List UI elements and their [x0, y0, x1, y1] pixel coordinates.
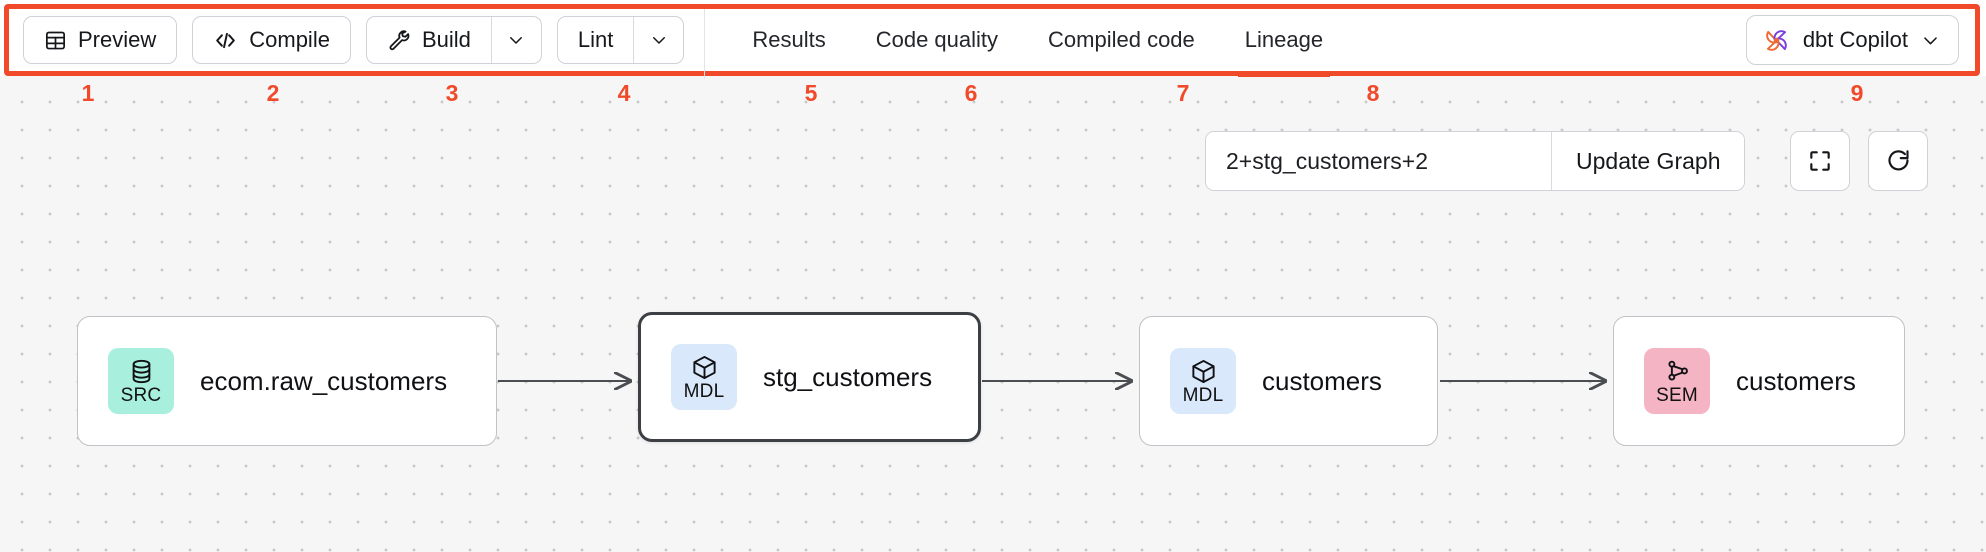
lint-button-group: Lint — [556, 16, 685, 64]
cube-icon — [1190, 358, 1217, 385]
node-badge-mdl: MDL — [671, 344, 737, 410]
annotation-number-1: 1 — [81, 80, 95, 106]
annotation-number-5: 5 — [804, 80, 818, 106]
chevron-down-icon — [507, 31, 525, 49]
node-title: customers — [1736, 365, 1856, 396]
compile-button-label: Compile — [249, 27, 330, 52]
tab-code-quality[interactable]: Code quality — [851, 9, 1023, 71]
node-badge-label: MDL — [683, 380, 725, 402]
preview-button[interactable]: Preview — [24, 17, 176, 63]
preview-button-group: Preview — [23, 16, 178, 64]
table-icon — [44, 29, 67, 52]
update-graph-button[interactable]: Update Graph — [1551, 132, 1745, 190]
lineage-node-ecom-raw-customers[interactable]: SRC ecom.raw_customers — [77, 316, 497, 446]
build-button-label: Build — [421, 27, 471, 52]
toolbar-highlight-outline: Preview Compile — [4, 4, 1980, 79]
lineage-node-customers-model[interactable]: MDL customers — [1139, 316, 1438, 446]
lineage-node-stg-customers[interactable]: MDL stg_customers — [638, 312, 981, 442]
lint-button[interactable]: Lint — [558, 17, 633, 63]
node-badge-mdl: MDL — [1170, 348, 1236, 414]
result-tabs: Results Code quality Compiled code Linea… — [727, 9, 1348, 77]
graph-controls: Update Graph — [1205, 131, 1746, 191]
annotation-number-4: 4 — [617, 80, 631, 106]
semantic-graph-icon — [1664, 358, 1691, 385]
node-badge-label: SRC — [120, 384, 162, 406]
dbt-copilot-icon — [1763, 27, 1790, 54]
node-title: customers — [1262, 365, 1382, 396]
node-badge-src: SRC — [108, 348, 174, 414]
annotation-number-7: 7 — [1176, 80, 1190, 106]
expand-fullscreen-icon — [1807, 148, 1833, 174]
compile-button[interactable]: Compile — [193, 17, 350, 63]
tab-compiled-code[interactable]: Compiled code — [1023, 9, 1220, 71]
build-button-group: Build — [365, 16, 542, 64]
annotation-number-8: 8 — [1366, 80, 1380, 106]
lint-button-label: Lint — [577, 27, 614, 52]
refresh-icon — [1885, 148, 1912, 175]
fullscreen-button[interactable] — [1790, 131, 1850, 191]
annotation-number-2: 2 — [266, 80, 280, 106]
annotation-number-3: 3 — [445, 80, 459, 106]
lineage-canvas[interactable]: Update Graph — [0, 76, 1986, 552]
toolbar: Preview Compile — [9, 9, 1975, 79]
tab-lineage[interactable]: Lineage — [1220, 9, 1348, 77]
chevron-down-icon — [650, 31, 668, 49]
dbt-copilot-label: dbt Copilot — [1802, 27, 1908, 52]
tab-label: Compiled code — [1048, 27, 1195, 52]
compile-button-group: Compile — [192, 16, 351, 64]
dbt-copilot-button[interactable]: dbt Copilot — [1745, 15, 1959, 65]
code-brackets-icon — [213, 28, 238, 53]
cube-icon — [691, 354, 718, 381]
database-icon — [128, 358, 155, 385]
wrench-icon — [387, 28, 411, 52]
annotation-number-9: 9 — [1850, 80, 1864, 106]
dbt-selector-input[interactable] — [1206, 132, 1551, 190]
tab-label: Code quality — [875, 27, 999, 52]
preview-button-label: Preview — [78, 27, 157, 52]
tab-label: Results — [752, 27, 826, 52]
refresh-button[interactable] — [1868, 131, 1928, 191]
node-title: ecom.raw_customers — [200, 365, 448, 396]
node-badge-label: MDL — [1182, 384, 1224, 406]
lint-dropdown-button[interactable] — [633, 17, 683, 63]
build-button[interactable]: Build — [367, 17, 491, 63]
chevron-down-icon — [1921, 31, 1940, 50]
build-dropdown-button[interactable] — [490, 17, 541, 63]
tab-label: Lineage — [1244, 27, 1324, 52]
node-badge-label: SEM — [1656, 384, 1698, 406]
node-title: stg_customers — [763, 361, 933, 392]
node-badge-sem: SEM — [1644, 348, 1710, 414]
lineage-node-customers-semantic[interactable]: SEM customers — [1613, 316, 1905, 446]
toolbar-divider — [704, 9, 706, 79]
annotation-number-6: 6 — [964, 80, 978, 106]
tab-results[interactable]: Results — [727, 9, 850, 71]
